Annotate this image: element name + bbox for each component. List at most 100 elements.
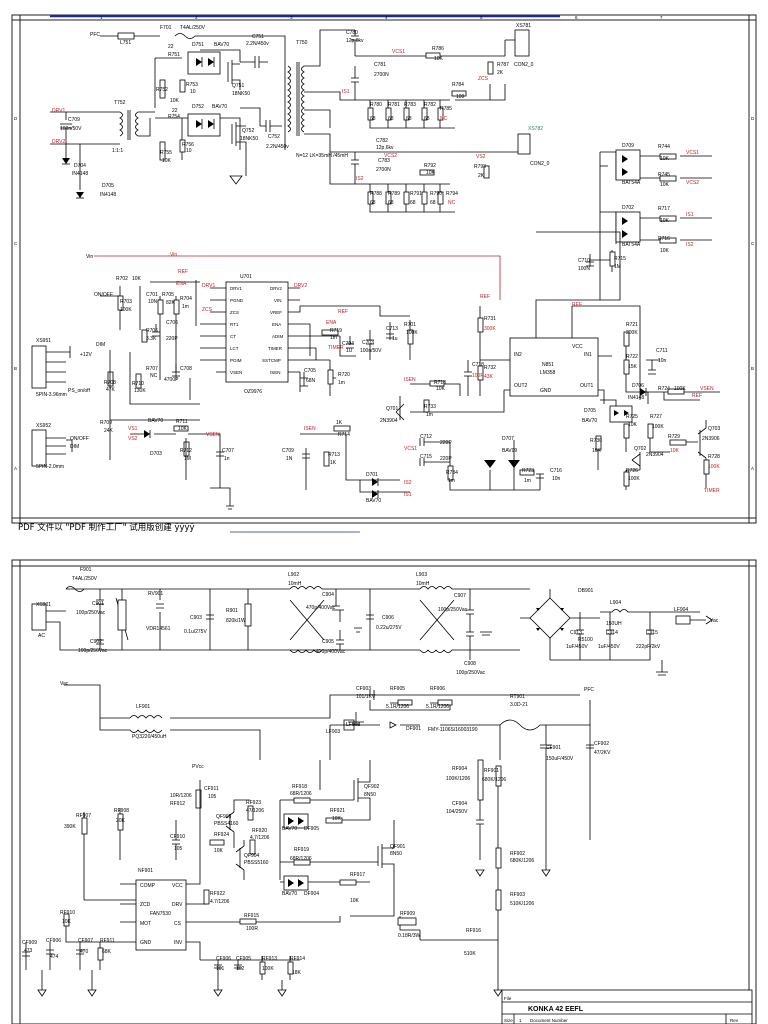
s1-label: N851	[542, 362, 554, 368]
s2-label: 3.0D-21	[510, 702, 528, 708]
transformer-t750	[284, 62, 305, 150]
s2-label: QF901	[390, 844, 406, 850]
s1-label: R728	[708, 454, 720, 460]
s1-label: IS1	[342, 89, 350, 95]
s1-label: LM358	[540, 370, 556, 376]
s2-label: AC	[38, 633, 45, 639]
s1-label: C707	[222, 448, 234, 454]
mosfet-q752	[231, 122, 247, 176]
s1-label: R781	[388, 102, 400, 108]
s1-label: XS951	[36, 338, 51, 344]
s1-label: 12p,6kv	[376, 145, 394, 151]
s2-label: FMY-1106S/16003190	[428, 727, 478, 733]
svg-text:CT: CT	[230, 334, 236, 339]
s1-label: 10K	[162, 158, 172, 164]
s2-label: CF909	[22, 940, 37, 946]
s2-label: CF902	[594, 741, 609, 747]
s2-label: 10K	[62, 919, 72, 925]
s1-label: C712	[420, 434, 432, 440]
svg-text:DRV1: DRV1	[230, 286, 242, 291]
s1-label: R727	[650, 414, 662, 420]
s1-label: ON/OFF	[70, 436, 89, 442]
s1-label: 22	[172, 108, 178, 114]
svg-text:RT1: RT1	[230, 322, 239, 327]
s1-label: ON/OFF	[94, 292, 113, 298]
s2-label: RF918	[292, 784, 307, 790]
s2-label: CF906	[216, 956, 231, 962]
s2-label: C914	[606, 630, 618, 636]
s1-label: T4AL/250V	[180, 25, 206, 31]
svg-text:A: A	[14, 466, 17, 471]
s1-label: R753	[186, 82, 198, 88]
s1-label: 1N	[286, 456, 293, 462]
s2-label: CF907	[78, 938, 93, 944]
s2-label: RF904	[452, 766, 467, 772]
s2-label: 4.7/1206	[210, 899, 230, 905]
s1-label: D706	[632, 383, 644, 389]
s1-label: 15K	[628, 364, 638, 370]
s1-label: BAV99	[502, 448, 517, 454]
s2-label: C904	[322, 592, 334, 598]
s2-label: 10K	[350, 898, 360, 904]
s1-label: R718	[434, 380, 446, 386]
s1-label: 100K	[708, 464, 720, 470]
s1-label: XS781	[516, 23, 531, 29]
s2-label: 1uF/450V	[598, 644, 620, 650]
s2-label: 100R	[246, 926, 258, 932]
s1-label: REF	[480, 294, 490, 300]
s1-label: DIM	[70, 444, 79, 450]
svg-text:5: 5	[480, 15, 483, 20]
s2-label: XS901	[36, 602, 51, 608]
s1-label: REF	[572, 302, 582, 308]
s2-label: 10K	[332, 816, 342, 822]
s1-label: 100K	[120, 307, 132, 313]
s2-label: NF901	[138, 868, 153, 874]
svg-text:C: C	[751, 241, 755, 246]
s2-label: RF909	[400, 911, 415, 917]
s1-label: R784	[452, 82, 464, 88]
s2-label: T4AL/250V	[72, 576, 98, 582]
s1-label: 100P	[472, 373, 484, 379]
s1-label: 68	[388, 116, 394, 122]
s2-label: 680K/1206	[482, 777, 506, 783]
s1-label: 82K	[166, 300, 176, 306]
s1-label: VSEN	[700, 386, 714, 392]
s1-label: C710	[578, 258, 590, 264]
s1-label: +12V	[80, 352, 92, 358]
s2-label: 68K	[102, 949, 112, 955]
s1-label: 1m	[338, 380, 345, 386]
s1-label: IS2	[686, 242, 694, 248]
s2-label: R5100	[578, 637, 593, 643]
s2-label: 68R/1206	[290, 791, 312, 797]
s1-label: 1u	[392, 336, 398, 342]
s2-label: 47/2KV	[594, 750, 611, 756]
s2-label: RF913	[262, 956, 277, 962]
s1-label: R731	[484, 316, 496, 322]
s2-label: CF910	[170, 834, 185, 840]
s2-label: 47/1206	[246, 808, 264, 814]
s2-label: 105	[208, 794, 217, 800]
s2-label: RF915	[244, 913, 259, 919]
s1-label: IS1	[404, 492, 412, 498]
s1-label: 1m	[426, 412, 433, 418]
s1-label: R754	[168, 114, 180, 120]
s2-label: 104/250V	[446, 809, 468, 815]
s1-label: NC	[150, 373, 158, 379]
s1-label: 10	[190, 89, 196, 95]
s1-label: C709	[68, 117, 80, 123]
s2-label: MOT	[140, 921, 151, 927]
svg-text:2: 2	[195, 15, 198, 20]
s1-label: 10K	[660, 248, 670, 254]
s1-label: VCS2	[686, 180, 699, 186]
s1-label: R732	[484, 365, 496, 371]
s2-label: 10mH	[416, 581, 430, 587]
svg-text:6: 6	[575, 15, 578, 20]
s2-label: QF904	[244, 853, 260, 859]
s2-label: PQ3220/450uH	[132, 734, 167, 740]
s1-label: OZ9976	[244, 389, 262, 395]
s1-label: 2.2N/450v	[246, 41, 269, 47]
s1-label: VCS1	[686, 150, 699, 156]
svg-text:D: D	[751, 116, 755, 121]
s1-label: 3.3K	[146, 336, 157, 342]
